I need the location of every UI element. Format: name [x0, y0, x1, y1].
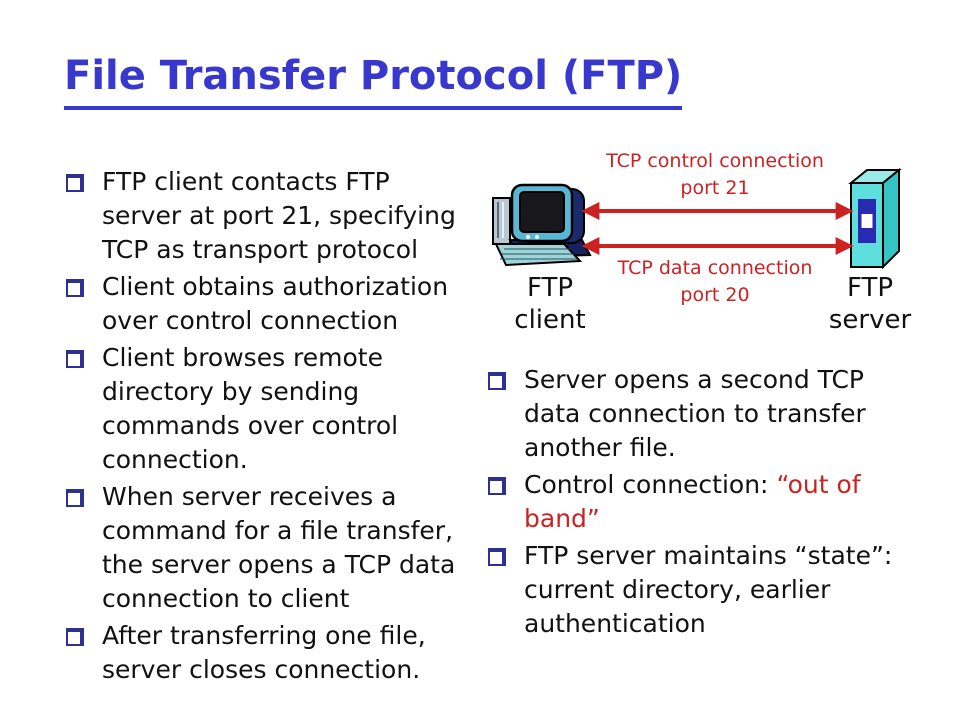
- bullet-text: Control connection: “out of band”: [524, 468, 910, 536]
- square-bullet-icon: [488, 372, 506, 390]
- square-bullet-icon: [66, 628, 84, 646]
- bullet-text: After transferring one file, server clos…: [102, 621, 426, 684]
- computer-icon: [492, 183, 592, 267]
- square-bullet-icon: [66, 489, 84, 507]
- square-bullet-icon: [66, 350, 84, 368]
- control-connection-label: TCP control connection port 21: [570, 148, 860, 202]
- list-item: FTP server maintains “state”: current di…: [486, 539, 910, 641]
- bullet-text: Client obtains authorization over contro…: [102, 272, 449, 335]
- ftp-server-label-line1: FTP: [846, 273, 894, 303]
- control-connection-label-line2: port 21: [680, 177, 750, 199]
- list-item: Control connection: “out of band”: [486, 468, 910, 536]
- list-item: Server opens a second TCP data connectio…: [486, 363, 910, 465]
- page-title: File Transfer Protocol (FTP): [64, 54, 683, 110]
- square-bullet-icon: [488, 548, 506, 566]
- list-item: When server receives a command for a fil…: [64, 480, 476, 616]
- square-bullet-icon: [66, 174, 84, 192]
- list-item: Client obtains authorization over contro…: [64, 270, 476, 338]
- list-item: FTP client contacts FTP server at port 2…: [64, 165, 476, 267]
- left-bullet-list: FTP client contacts FTP server at port 2…: [64, 165, 476, 690]
- bullet-text-black: Control connection:: [524, 470, 777, 499]
- bullet-text: FTP server maintains “state”: current di…: [524, 541, 893, 638]
- control-connection-label-line1: TCP control connection: [606, 150, 824, 172]
- data-connection-label-line2: port 20: [680, 284, 750, 306]
- square-bullet-icon: [488, 477, 506, 495]
- ftp-client-label: FTP client: [478, 272, 622, 336]
- ftp-server-label-line2: server: [828, 305, 912, 335]
- bullet-text: Client browses remote directory by sendi…: [102, 343, 399, 474]
- bullet-text: When server receives a command for a fil…: [102, 482, 456, 613]
- ftp-client-label-line1: FTP: [526, 273, 574, 303]
- square-bullet-icon: [66, 279, 84, 297]
- list-item: Client browses remote directory by sendi…: [64, 341, 476, 477]
- server-icon: [848, 167, 902, 270]
- list-item: After transferring one file, server clos…: [64, 619, 476, 687]
- ftp-client-label-line2: client: [514, 305, 586, 335]
- bullet-text: Server opens a second TCP data connectio…: [524, 365, 866, 462]
- right-bullet-list: Server opens a second TCP data connectio…: [486, 363, 910, 644]
- connection-arrows: [581, 202, 854, 255]
- data-connection-label: TCP data connection port 20: [570, 255, 860, 309]
- data-connection-label-line1: TCP data connection: [617, 257, 813, 279]
- ftp-connection-diagram: TCP control connection port 21 TCP data …: [0, 130, 960, 360]
- bullet-text-red: “out of band”: [524, 470, 861, 533]
- ftp-server-label: FTP server: [800, 272, 940, 336]
- bullet-text: FTP client contacts FTP server at port 2…: [102, 167, 456, 264]
